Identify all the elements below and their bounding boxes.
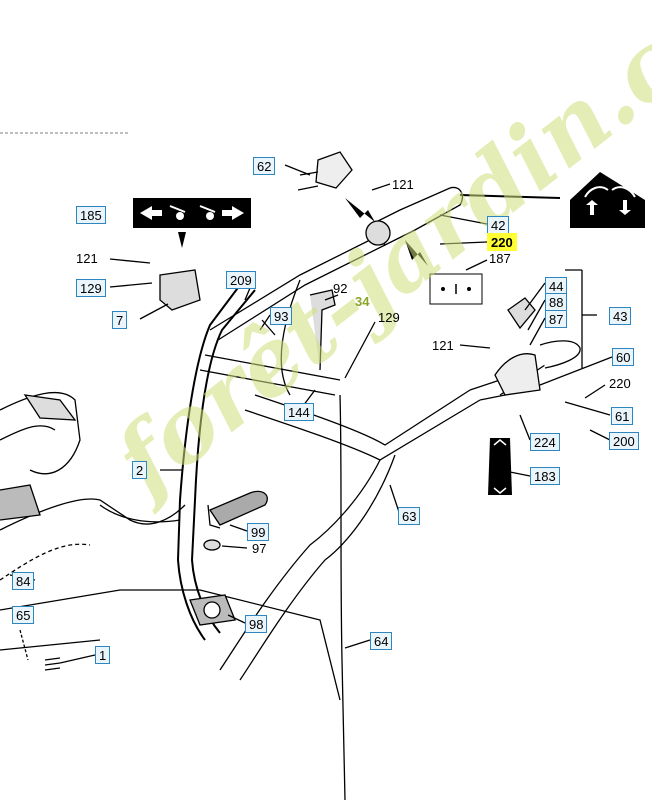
callout-209: 209 <box>226 271 256 289</box>
callout-61: 61 <box>611 407 634 425</box>
callout-60: 60 <box>612 348 635 366</box>
callout-220-b: 220 <box>609 376 631 391</box>
callout-121-b: 121 <box>392 177 414 192</box>
callout-93: 93 <box>270 307 293 325</box>
callout-34: 34 <box>355 294 370 309</box>
callout-129-a: 129 <box>76 279 106 297</box>
callout-65: 65 <box>12 606 35 624</box>
callout-97: 97 <box>252 541 267 556</box>
callout-42: 42 <box>487 216 510 234</box>
gear-pictogram <box>570 172 645 228</box>
callout-121-a: 121 <box>76 251 98 266</box>
callout-224: 224 <box>530 433 560 451</box>
callout-63: 63 <box>398 507 421 525</box>
callout-98: 98 <box>245 615 268 633</box>
label-183 <box>488 438 512 495</box>
callout-187: 187 <box>489 251 511 266</box>
callout-99: 99 <box>247 523 270 541</box>
callout-2: 2 <box>132 461 148 479</box>
direction-pictogram-185 <box>133 198 251 248</box>
callout-144: 144 <box>284 403 314 421</box>
callout-200: 200 <box>609 432 639 450</box>
callout-62: 62 <box>253 157 276 175</box>
callout-7: 7 <box>112 311 128 329</box>
callout-183: 183 <box>530 467 560 485</box>
bolt-label-187 <box>429 273 483 305</box>
callout-44: 44 <box>545 277 568 295</box>
callout-88: 88 <box>545 293 568 311</box>
callout-87: 87 <box>545 310 568 328</box>
callout-92: 92 <box>333 281 348 296</box>
callout-220-highlighted: 220 <box>487 233 517 251</box>
callout-129-b: 129 <box>378 310 400 325</box>
callout-185: 185 <box>76 206 106 224</box>
callout-43: 43 <box>609 307 632 325</box>
callout-1: 1 <box>95 646 111 664</box>
callout-84: 84 <box>12 572 35 590</box>
callout-64: 64 <box>370 632 393 650</box>
callout-121-c: 121 <box>432 338 454 353</box>
